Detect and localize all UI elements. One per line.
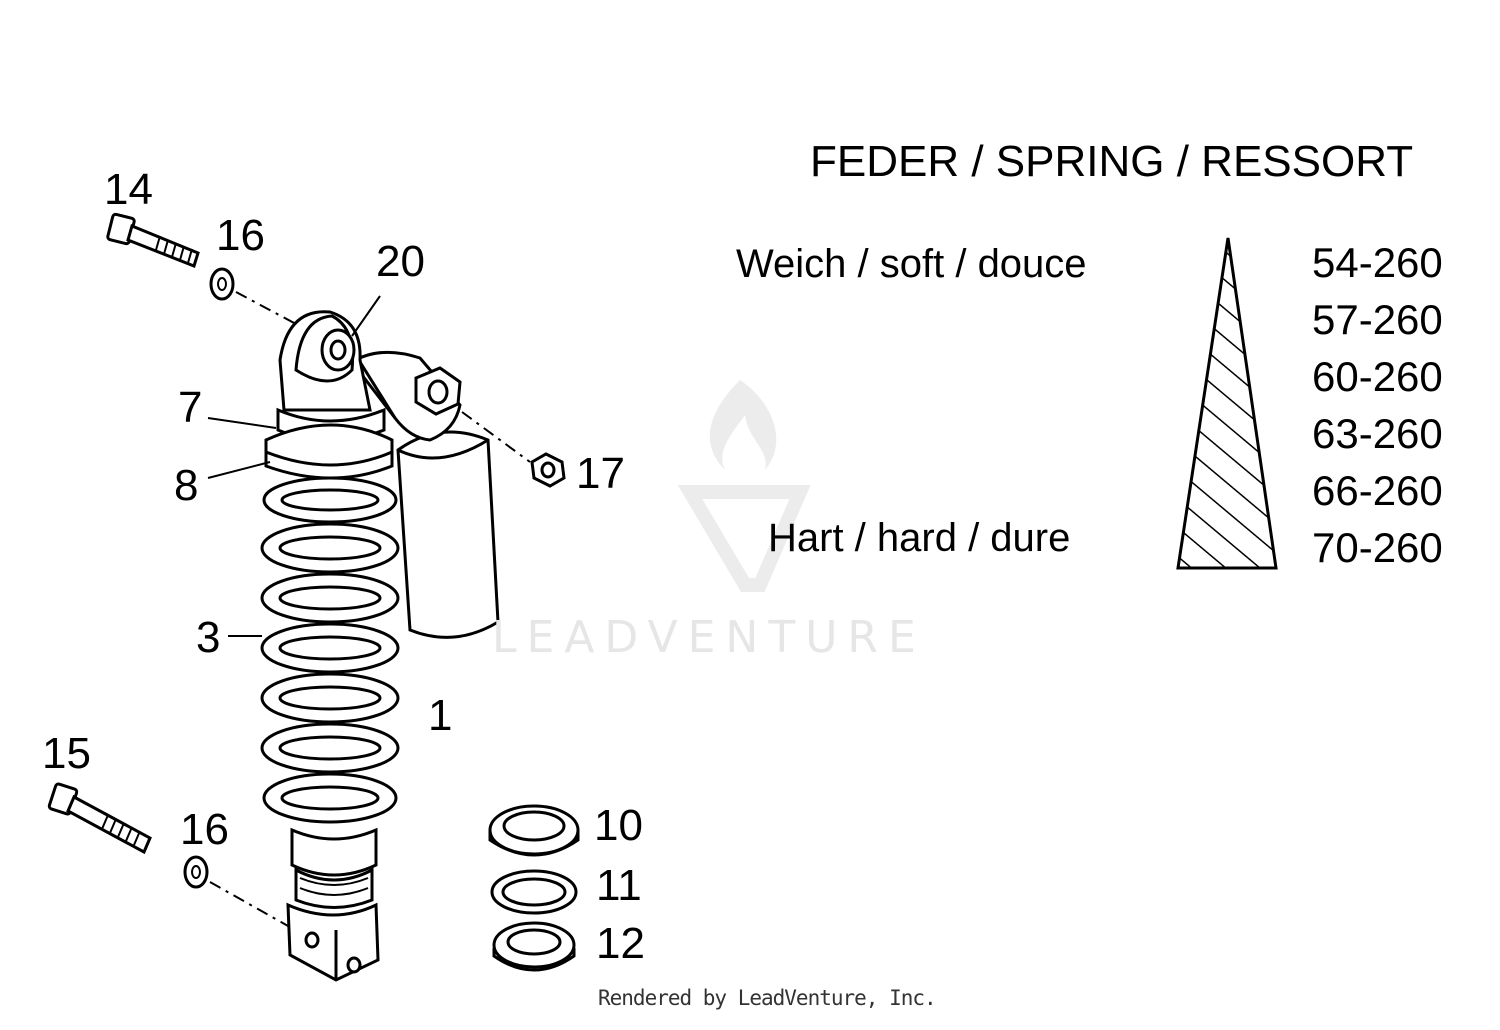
ring-11	[490, 869, 578, 915]
callout-16-bottom: 16	[180, 805, 229, 854]
spring-table-title: FEDER / SPRING / RESSORT	[810, 137, 1414, 186]
callout-8: 8	[174, 461, 199, 510]
nut	[530, 452, 566, 488]
shock-top-eye	[276, 310, 386, 443]
spring-rate-2: 57-260	[1312, 296, 1443, 343]
reservoir	[349, 350, 500, 639]
callout-7: 7	[178, 383, 203, 432]
ring-12	[492, 921, 576, 972]
shock-lower-clevis	[286, 827, 380, 982]
spring-rate-1: 54-260	[1312, 239, 1443, 286]
spring-rate-6: 70-260	[1312, 524, 1443, 571]
callout-3: 3	[196, 613, 221, 662]
leader-lines	[207, 295, 381, 637]
spring-rate-3: 60-260	[1312, 353, 1443, 400]
callout-10: 10	[594, 801, 643, 850]
callout-11: 11	[596, 861, 642, 910]
soft-label: Weich / soft / douce	[736, 242, 1087, 286]
watermark-text: LEADVENTURE	[492, 612, 926, 663]
render-credit: Rendered by LeadVenture, Inc.	[598, 986, 937, 1010]
upper-bolt	[106, 212, 200, 268]
callout-1: 1	[428, 691, 453, 740]
lower-washer	[183, 855, 209, 889]
hardness-triangle	[1176, 237, 1278, 570]
lower-bolt	[47, 782, 152, 855]
lower-dash-line	[209, 881, 289, 927]
callout-16-top: 16	[216, 211, 265, 260]
upper-washer	[209, 267, 235, 301]
callout-20: 20	[376, 237, 425, 286]
spring-coils	[260, 423, 400, 824]
spring-rate-5: 66-260	[1312, 467, 1443, 514]
hard-label: Hart / hard / dure	[768, 516, 1071, 560]
spring-rate-4: 63-260	[1312, 410, 1443, 457]
callout-15: 15	[42, 729, 91, 778]
upper-dash-line	[235, 291, 297, 325]
callout-17: 17	[576, 449, 625, 498]
watermark-logo	[677, 380, 811, 592]
callout-12: 12	[596, 919, 645, 968]
ring-10	[488, 804, 580, 857]
callout-14: 14	[104, 165, 153, 214]
